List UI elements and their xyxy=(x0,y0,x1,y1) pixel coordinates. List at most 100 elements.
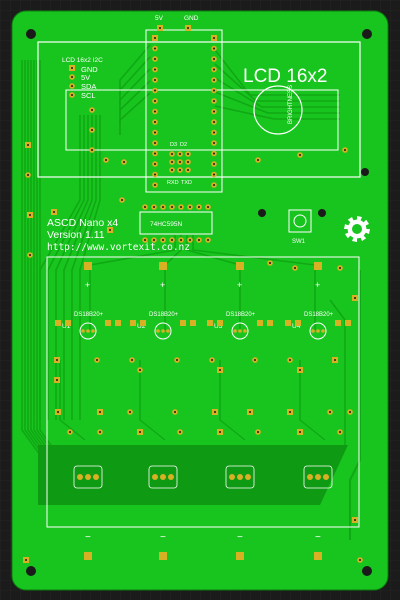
drill xyxy=(53,211,55,213)
drill xyxy=(354,297,356,299)
drill xyxy=(154,90,156,92)
switch-label: SW1 xyxy=(292,239,306,245)
drill xyxy=(213,174,215,176)
drill xyxy=(344,149,346,151)
sensor-header-pad xyxy=(314,262,322,270)
resistor-pad xyxy=(257,320,263,326)
resistor-pad xyxy=(55,320,61,326)
drill xyxy=(180,239,182,241)
sensor-pin xyxy=(316,329,320,333)
connector-pad xyxy=(160,474,166,480)
sensor-pin xyxy=(156,329,160,333)
pot-label: BRIGHTNESS xyxy=(288,85,294,124)
resistor-pad xyxy=(140,320,146,326)
connector-pad xyxy=(152,474,158,480)
drill xyxy=(57,411,59,413)
drill xyxy=(154,37,156,39)
lcd-label: LCD 16x2 xyxy=(243,66,328,87)
drill xyxy=(349,411,351,413)
drill xyxy=(329,411,331,413)
drill xyxy=(144,239,146,241)
drill xyxy=(254,359,256,361)
drill xyxy=(207,239,209,241)
drill xyxy=(219,369,221,371)
drill xyxy=(213,142,215,144)
drill xyxy=(339,431,341,433)
sensor-pin xyxy=(166,329,170,333)
drill xyxy=(109,229,111,231)
drill xyxy=(171,169,173,171)
drill xyxy=(27,174,29,176)
connector-pad xyxy=(77,474,83,480)
drill xyxy=(189,206,191,208)
connector-pad xyxy=(85,474,91,480)
sensor-header-pad xyxy=(236,262,244,270)
drill xyxy=(213,121,215,123)
mounting-hole-tl xyxy=(26,29,36,39)
drill xyxy=(189,239,191,241)
drill xyxy=(139,369,141,371)
mounting-hole-mid xyxy=(258,209,266,217)
minus-mark: − xyxy=(85,532,91,543)
drill xyxy=(213,37,215,39)
connector-pad xyxy=(237,474,243,480)
drill xyxy=(339,267,341,269)
drill xyxy=(179,431,181,433)
sensor-pin xyxy=(238,329,242,333)
drill xyxy=(289,359,291,361)
probe-pad xyxy=(159,552,167,560)
drill xyxy=(154,79,156,81)
drill xyxy=(154,153,156,155)
drill xyxy=(71,76,73,78)
ground-fill-region xyxy=(38,445,348,505)
mounting-hole-mid2 xyxy=(318,209,326,217)
drill xyxy=(299,154,301,156)
drill xyxy=(187,27,189,29)
resistor-pad xyxy=(65,320,71,326)
sensor-label: DS18B20+ xyxy=(304,312,334,318)
drill xyxy=(154,69,156,71)
plus-mark: + xyxy=(315,280,320,290)
connector-pad xyxy=(315,474,321,480)
board-version: Version 1.11 xyxy=(47,229,105,241)
drill xyxy=(121,199,123,201)
drill xyxy=(154,121,156,123)
drill xyxy=(198,239,200,241)
resistor-pad xyxy=(190,320,196,326)
connector-pad xyxy=(245,474,251,480)
drill xyxy=(213,90,215,92)
drill xyxy=(99,431,101,433)
resistor-pad xyxy=(105,320,111,326)
power-label-gnd: GND xyxy=(184,15,199,22)
drill xyxy=(359,559,361,561)
drill xyxy=(162,206,164,208)
mounting-hole-br xyxy=(362,566,372,576)
power-label-5v: 5V xyxy=(155,15,164,22)
probe-pad xyxy=(314,552,322,560)
drill xyxy=(71,85,73,87)
resistor-pad xyxy=(130,320,136,326)
connector-pad xyxy=(168,474,174,480)
sensor-header-pad xyxy=(159,262,167,270)
drill xyxy=(96,359,98,361)
drill xyxy=(299,431,301,433)
resistor-pad xyxy=(115,320,121,326)
probe-pad xyxy=(84,552,92,560)
i2c-title: LCD 16x2 I2C xyxy=(62,57,103,64)
drill xyxy=(91,109,93,111)
sensor-header-pad xyxy=(84,262,92,270)
drill xyxy=(269,262,271,264)
plus-mark: + xyxy=(85,280,90,290)
resistor-pad xyxy=(335,320,341,326)
drill xyxy=(176,359,178,361)
drill xyxy=(154,58,156,60)
connector-pad xyxy=(307,474,313,480)
minus-mark: − xyxy=(160,532,166,543)
drill xyxy=(180,206,182,208)
drill xyxy=(159,27,161,29)
drill xyxy=(25,559,27,561)
minus-mark: − xyxy=(315,532,321,543)
sensor-pin xyxy=(233,329,237,333)
drill xyxy=(213,153,215,155)
drill xyxy=(154,184,156,186)
